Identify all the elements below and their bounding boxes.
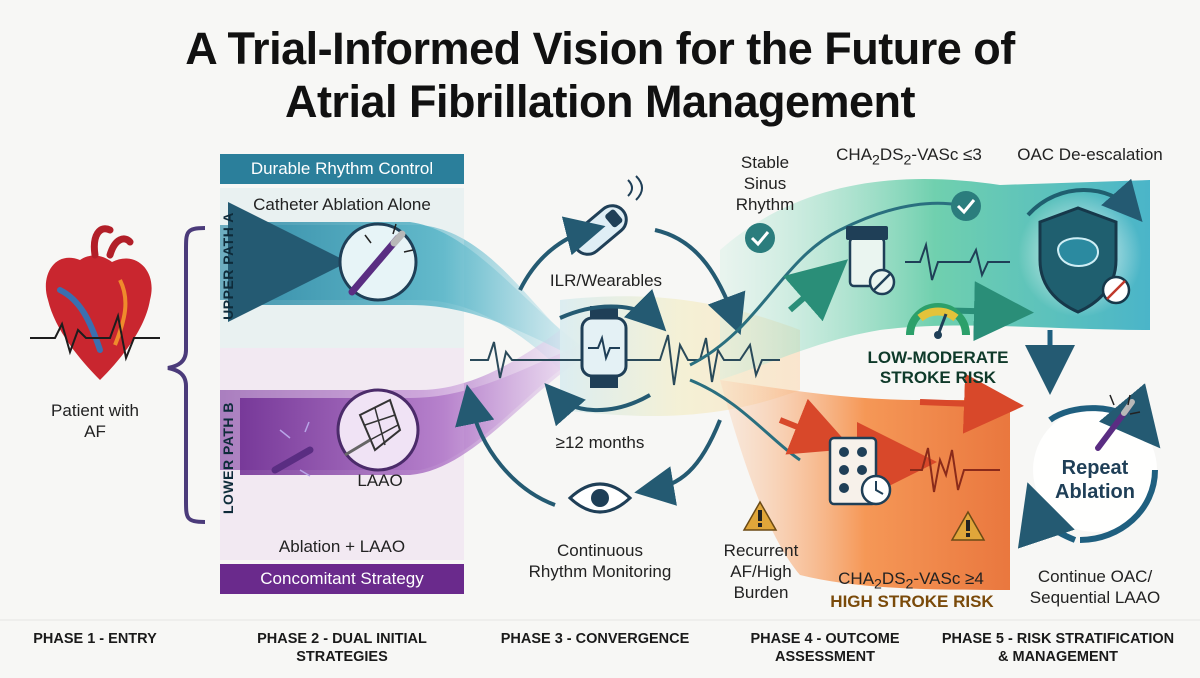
medication-bottle-graphic	[846, 226, 896, 296]
gauge-graphic	[906, 303, 970, 339]
check-graphic-2	[951, 191, 981, 221]
phase-2-line-2: STRATEGIES	[296, 649, 388, 665]
stable-line-3: Rhythm	[735, 195, 795, 214]
shield-graphic	[1018, 193, 1142, 317]
pill-pack-graphic	[828, 436, 892, 506]
smartwatch-graphic	[580, 306, 628, 388]
continue-line-2: Sequential LAAO	[1029, 588, 1161, 607]
ecg-trace-center	[470, 334, 780, 386]
entry-brace	[167, 226, 206, 524]
catheter-icon	[350, 232, 351, 233]
monitoring-line-1: Continuous	[556, 541, 643, 560]
phase-5-label: PHASE 5 - RISK STRATIFICATION & MANAGEME…	[924, 630, 1192, 666]
smartwatch-icon	[582, 318, 583, 319]
phase-2-line-1: PHASE 2 - DUAL INITIAL	[257, 631, 427, 647]
phase-4-label: PHASE 4 - OUTCOME ASSESSMENT	[730, 630, 920, 666]
warning-graphic-2	[950, 510, 986, 541]
repeat-ablation-label: Repeat Ablation	[1035, 456, 1155, 504]
check-graphic-1	[745, 223, 775, 253]
low-moderate-risk-label: LOW-MODERATE STROKE RISK	[858, 348, 1018, 388]
phase-3-line-1: PHASE 3 - CONVERGENCE	[500, 631, 690, 647]
stable-line-2: Sinus	[743, 174, 787, 193]
concomitant-strategy-footer: Concomitant Strategy	[220, 564, 464, 594]
low-risk-line-1: LOW-MODERATE	[867, 348, 1009, 367]
recurrent-af-label: Recurrent AF/High Burden	[716, 540, 806, 603]
patient-label-line-1: Patient with	[51, 401, 139, 420]
upper-path-side-label: UPPER PATH A	[220, 212, 236, 320]
repeat-line-1: Repeat	[1061, 457, 1129, 479]
implantable-loop-recorder-icon	[580, 200, 581, 201]
continue-line-1: Continue OAC/	[1037, 567, 1153, 586]
phase-4-line-1: PHASE 4 - OUTCOME	[750, 631, 900, 647]
warning-graphic-1	[742, 500, 778, 531]
heart-icon	[80, 250, 81, 251]
catheter-ablation-label: Catheter Ablation Alone	[253, 195, 431, 214]
high-score-label: CHA2DS2-VASc ≥4	[838, 569, 984, 593]
patient-label: Patient with AF	[30, 400, 160, 442]
gauge-icon	[910, 307, 911, 308]
recurrent-line-1: Recurrent	[723, 541, 799, 560]
phase-4-line-2: ASSESSMENT	[775, 649, 875, 665]
low-risk-line-2: STROKE RISK	[879, 368, 997, 387]
durable-rhythm-control-header: Durable Rhythm Control	[220, 154, 464, 184]
laao-label: LAAO	[357, 471, 403, 490]
ilr-wearables-label: ILR/Wearables	[549, 271, 663, 290]
title-line-2: Atrial Fibrillation Management	[284, 76, 916, 127]
duration-label: ≥12 months	[555, 433, 645, 452]
stable-line-1: Stable	[740, 153, 790, 172]
recurrent-line-2: AF/High	[730, 562, 792, 581]
phase-3-label: PHASE 3 - CONVERGENCE	[490, 630, 700, 648]
high-stroke-risk-label: HIGH STROKE RISK	[830, 592, 994, 611]
patient-label-line-2: AF	[84, 422, 106, 441]
repeat-cycle-graphic	[1017, 383, 1161, 549]
ablation-laao-label: Ablation + LAAO	[278, 537, 406, 556]
page-title: A Trial-Informed Vision for the Future o…	[0, 22, 1200, 128]
lower-path-side-label: LOWER PATH B	[220, 401, 236, 515]
eye-icon	[570, 484, 571, 485]
phase-5-line-1: PHASE 5 - RISK STRATIFICATION	[941, 631, 1175, 647]
eye-graphic	[567, 482, 633, 514]
phase-1-label: PHASE 1 - ENTRY	[20, 630, 170, 648]
ilr-device-graphic	[572, 204, 628, 256]
phase-2-label: PHASE 2 - DUAL INITIAL STRATEGIES	[232, 630, 452, 666]
repeat-line-2: Ablation	[1055, 481, 1135, 503]
monitoring-line-2: Rhythm Monitoring	[528, 562, 672, 581]
low-score-label: CHA2DS2-VASc ≤3	[836, 145, 982, 169]
check-icon	[745, 223, 746, 224]
oac-de-escalation-label: OAC De-escalation	[1017, 145, 1163, 164]
title-line-1: A Trial-Informed Vision for the Future o…	[185, 23, 1015, 74]
continue-oac-label: Continue OAC/ Sequential LAAO	[1010, 566, 1180, 608]
phase-1-line-1: PHASE 1 - ENTRY	[33, 631, 157, 647]
laao-device-icon	[360, 400, 361, 401]
stable-sinus-rhythm-label: Stable Sinus Rhythm	[725, 152, 805, 215]
laao-circle	[336, 388, 420, 472]
heart-icon-graphic	[30, 225, 160, 380]
continuous-monitoring-label: Continuous Rhythm Monitoring	[520, 540, 680, 582]
phase-5-line-2: & MANAGEMENT	[997, 649, 1119, 665]
recurrent-line-3: Burden	[733, 583, 789, 602]
warning-icon	[744, 502, 745, 503]
